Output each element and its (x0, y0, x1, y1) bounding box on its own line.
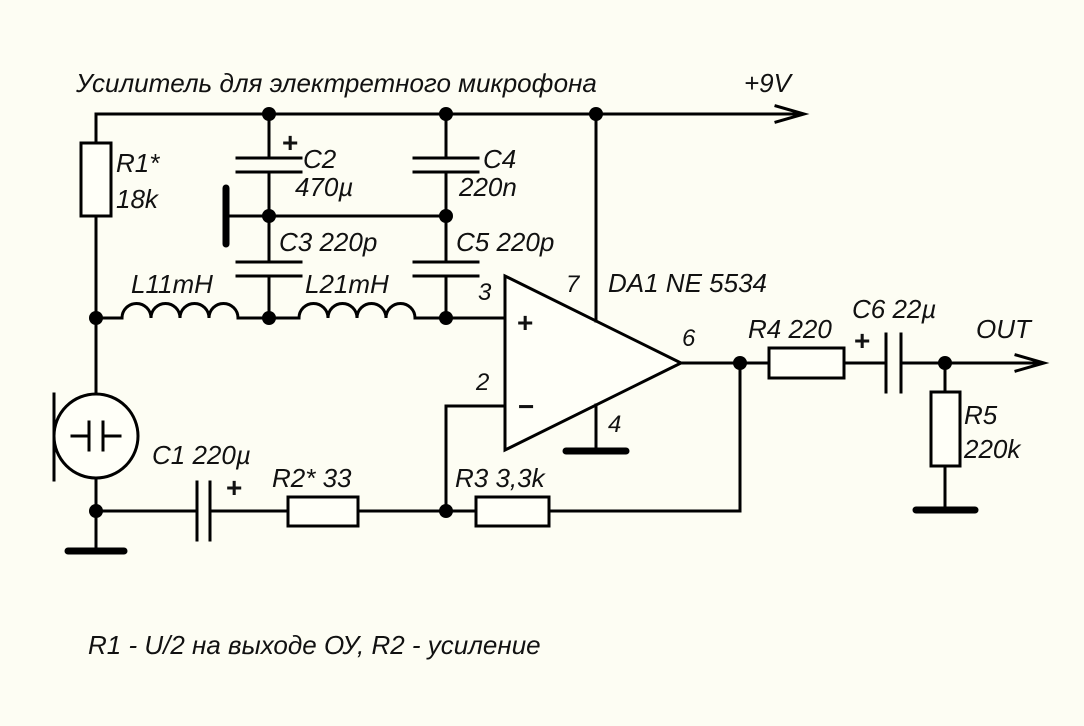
r5-value: 220k (963, 434, 1022, 464)
r5-ref: R5 (964, 400, 998, 430)
r4-label: R4 220 (748, 314, 832, 344)
output-label: OUT (976, 314, 1033, 344)
inductor-l1 (94, 302, 271, 320)
c4-ref: C4 (483, 144, 516, 174)
inv-sign: − (518, 391, 534, 422)
capacitor-c1 (94, 480, 290, 542)
c6-label: C6 22µ (852, 294, 936, 324)
supply-label: +9V (744, 68, 794, 98)
junction-dot (733, 356, 747, 370)
junction-dot (262, 107, 276, 121)
c1-plus-sign: + (226, 472, 242, 503)
c6-plus-sign: + (854, 325, 870, 356)
r1-ref: R1* (116, 148, 160, 178)
resistor-r2 (286, 495, 478, 528)
junction-dot (89, 504, 103, 518)
l2-label: L21mH (305, 269, 389, 299)
junction-dot (439, 107, 453, 121)
inductor-l2 (267, 302, 507, 320)
capacitor-c4 (412, 112, 480, 218)
junction-dot (938, 356, 952, 370)
resistor-r5 (912, 361, 979, 514)
capacitor-c6 (884, 332, 1050, 394)
pin-6: 6 (682, 325, 696, 352)
c2-plus-sign: + (282, 127, 298, 158)
pin-7: 7 (566, 271, 581, 298)
resistor-r3 (474, 361, 742, 528)
r1-value: 18k (116, 184, 160, 214)
da1-label: DA1 NE 5534 (608, 268, 767, 298)
junction-dot (89, 311, 103, 325)
c2-ref: C2 (303, 144, 337, 174)
junction-dot (589, 107, 603, 121)
junction-dot (262, 311, 276, 325)
resistor-r1 (79, 141, 113, 320)
c1-label: C1 220µ (152, 440, 251, 470)
schematic-title: Усилитель для электретного микрофона (75, 68, 597, 98)
junction-dot (439, 209, 453, 223)
junction-dot (262, 209, 276, 223)
c3-label: C3 220p (279, 227, 377, 257)
pin-3: 3 (478, 279, 492, 306)
noninv-sign: + (517, 307, 533, 338)
junction-dot (439, 504, 453, 518)
c5-label: C5 220p (456, 227, 554, 257)
junction-dot (439, 311, 453, 325)
r2-label: R2* 33 (272, 463, 352, 493)
c4-value: 220n (458, 172, 517, 202)
electret-microphone (52, 316, 140, 555)
junctions (89, 107, 952, 518)
r3-label: R3 3,3k (455, 463, 547, 493)
capacitor-c2 (235, 112, 303, 218)
l1-label: L11mH (131, 269, 213, 299)
pin-2: 2 (475, 369, 489, 396)
c2-value: 470µ (295, 172, 353, 202)
resistor-r4 (738, 346, 888, 380)
footnote: R1 - U/2 на выходе ОУ, R2 - усиление (88, 630, 541, 660)
opamp-da1 (444, 112, 767, 513)
pin-4: 4 (608, 411, 621, 438)
